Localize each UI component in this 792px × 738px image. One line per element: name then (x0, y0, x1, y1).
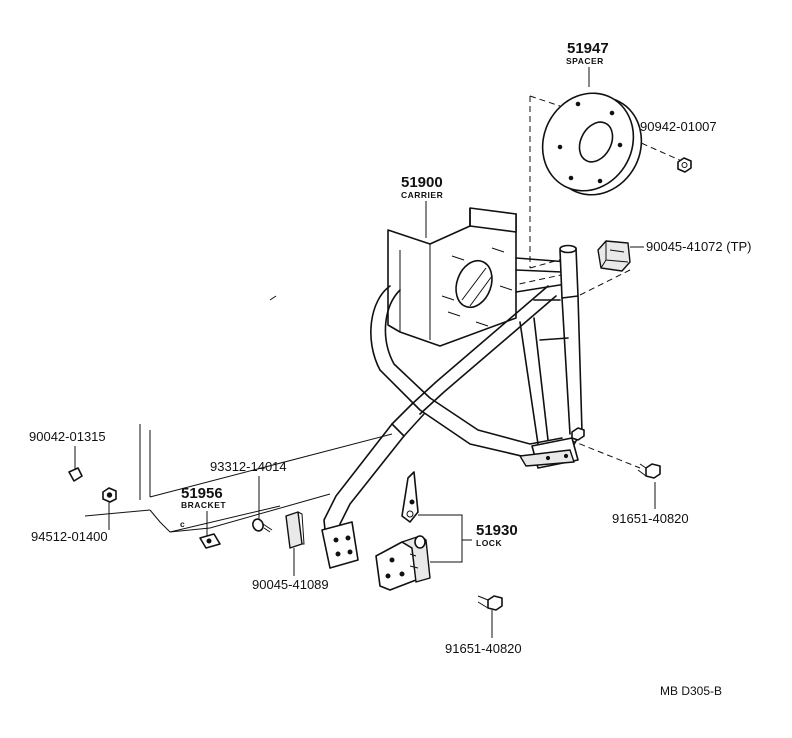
bolt-bottom (477, 595, 503, 611)
lock-latch (401, 471, 419, 523)
nut-left-number: 94512-01400 (31, 529, 108, 544)
lock-number: 51930 (476, 522, 518, 539)
hex-nut-left (102, 487, 117, 503)
carrier-name: CARRIER (401, 190, 443, 200)
spacer-label: 51947 SPACER (566, 40, 609, 66)
hinge-bolt (571, 427, 585, 441)
bracket-name: BRACKET (181, 500, 226, 510)
spacer-name: SPACER (566, 56, 604, 66)
bracket-number: 51956 (181, 485, 223, 502)
lock-bracket-leader (418, 514, 472, 563)
carrier-number: 51900 (401, 174, 443, 191)
bolt-right (637, 463, 661, 479)
reference-code: MB D305-B (660, 684, 722, 698)
bracket-label: 51956 BRACKET (181, 485, 226, 510)
spacer-number: 51947 (567, 40, 609, 57)
screw (252, 518, 273, 533)
rubber-pad (285, 511, 305, 549)
pad-number: 90045-41089 (252, 577, 329, 592)
lock-name: LOCK (476, 538, 502, 548)
bolt-bottom-number: 91651-40820 (445, 641, 522, 656)
nut-top-leader (595, 122, 685, 163)
vehicle-body-outline: c (84, 295, 393, 533)
bolt-right-number: 91651-40820 (612, 511, 689, 526)
cushion-number: 90045-41072 (TP) (646, 239, 752, 254)
clip-left-number: 90042-01315 (29, 429, 106, 444)
carrier-label: 51900 CARRIER (401, 174, 443, 200)
screw-number: 93312-14014 (210, 459, 287, 474)
bracket-clip (199, 533, 221, 549)
lock-label: 51930 LOCK (476, 522, 518, 548)
bracket-mark: c (180, 519, 185, 529)
lock-body (375, 535, 431, 591)
rubber-cushion (597, 240, 631, 272)
carrier-frame (321, 207, 583, 569)
hex-nut-top (677, 157, 692, 173)
clip-left (68, 467, 83, 482)
spacer-disc (541, 92, 643, 196)
nut-top-number: 90942-01007 (640, 119, 717, 134)
